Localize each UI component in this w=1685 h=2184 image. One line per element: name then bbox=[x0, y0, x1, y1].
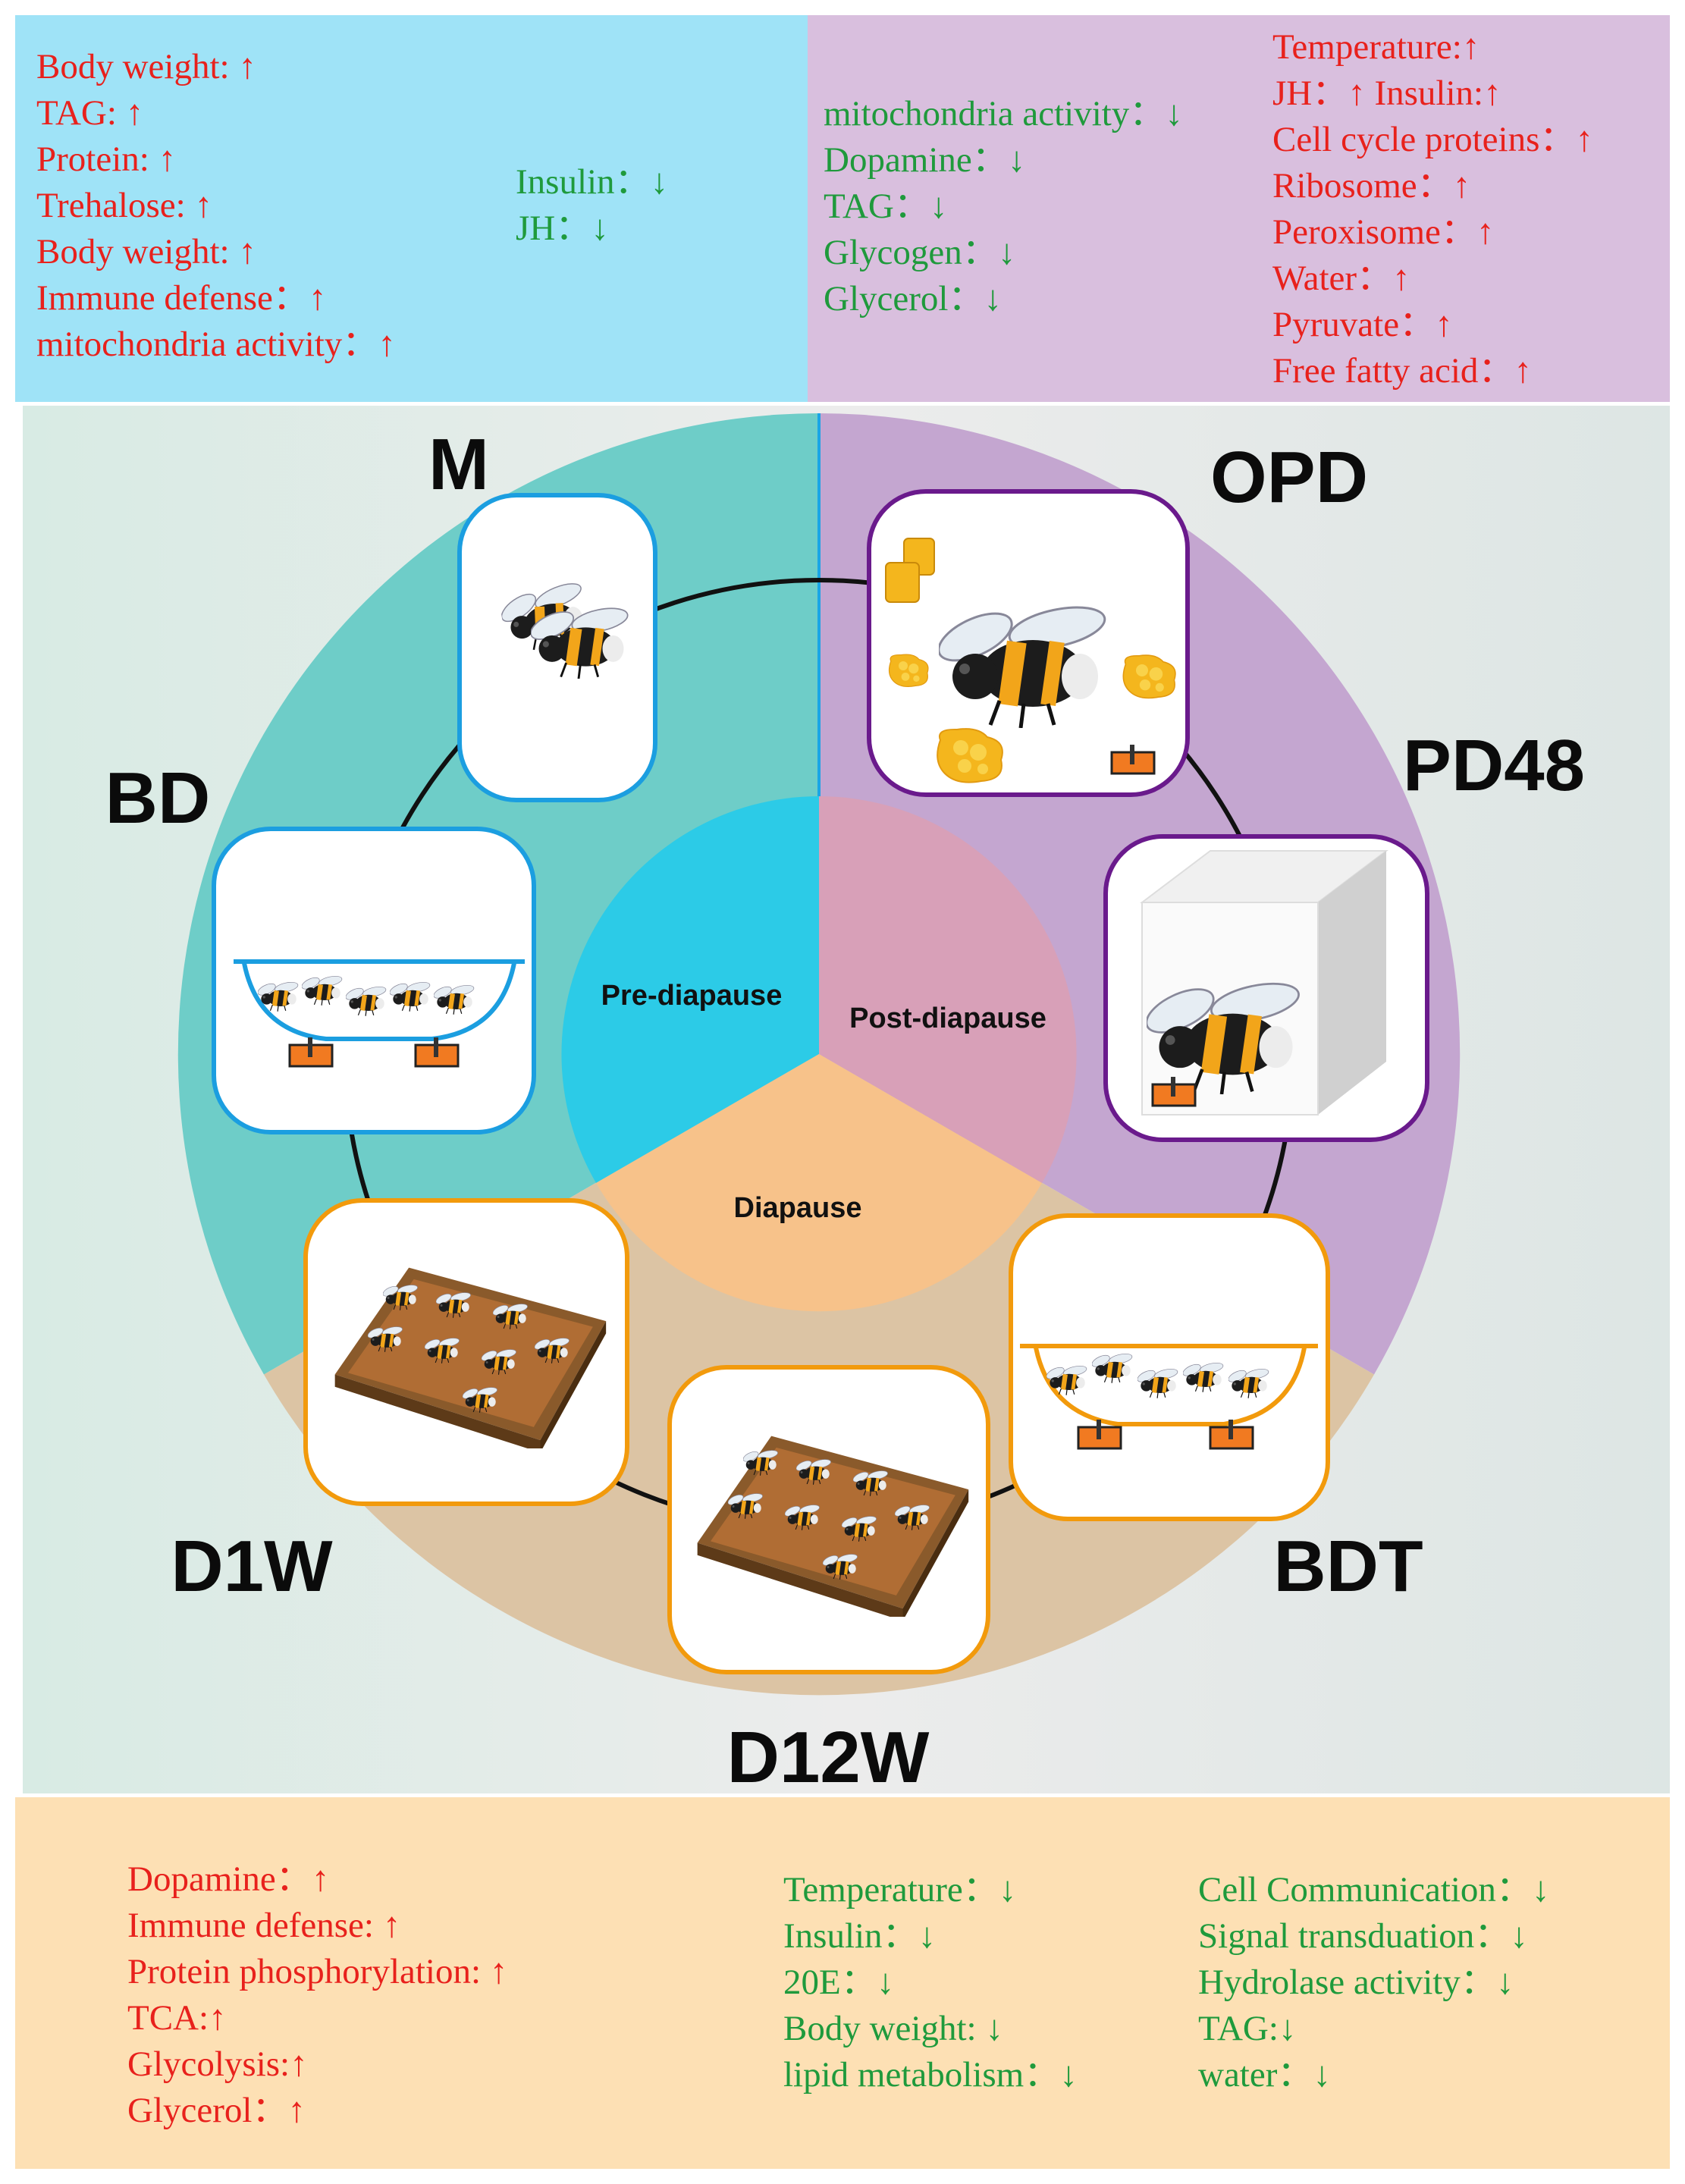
list-item: Cell cycle proteins：↑ bbox=[1272, 120, 1593, 159]
diapause-inner-sector bbox=[596, 1054, 1042, 1312]
list-item: JH：↓ bbox=[516, 209, 609, 248]
stage-d1w-card bbox=[303, 1198, 629, 1506]
list-item: Insulin：↓ bbox=[783, 1916, 937, 1956]
diapause-down-list-2: Cell Communication：↓ Signal transduation… bbox=[1198, 1867, 1549, 2098]
list-item: Glycolysis:↑ bbox=[127, 2044, 308, 2084]
list-item: Protein: ↑ bbox=[36, 140, 177, 179]
list-item: Insulin：↓ bbox=[516, 162, 669, 202]
stage-bdt-card bbox=[1009, 1213, 1330, 1521]
list-item: Glycerol：↓ bbox=[824, 279, 1002, 318]
list-item: TAG: ↑ bbox=[36, 93, 144, 133]
list-item: Body weight: ↑ bbox=[36, 47, 256, 86]
top-right-panel bbox=[808, 15, 1670, 402]
post-diapause-down-list: mitochondria activity：↓ Dopamine：↓ TAG：↓… bbox=[824, 91, 1183, 322]
list-item: Glycerol：↑ bbox=[127, 2091, 306, 2130]
list-item: Cell Communication：↓ bbox=[1198, 1870, 1550, 1909]
list-item: Hydrolase activity：↓ bbox=[1198, 1963, 1514, 2002]
list-item: Pyruvate：↑ bbox=[1272, 305, 1453, 344]
list-item: water：↓ bbox=[1198, 2055, 1331, 2095]
cage-icon bbox=[242, 962, 516, 1041]
stage-bd-card bbox=[212, 827, 536, 1134]
stage-label-bdt: BDT bbox=[1273, 1526, 1423, 1607]
list-item: Glycogen：↓ bbox=[824, 233, 1016, 272]
top-left-panel bbox=[15, 15, 808, 402]
list-item: Ribosome：↑ bbox=[1272, 166, 1471, 206]
stage-label-opd: OPD bbox=[1210, 437, 1368, 518]
stage-pd48-card bbox=[1103, 834, 1429, 1142]
list-item: mitochondria activity：↑ bbox=[36, 325, 396, 364]
diapause-label: Diapause bbox=[734, 1192, 862, 1224]
list-item: mitochondria activity：↓ bbox=[824, 94, 1183, 133]
post-diapause-up-list: Temperature:↑ JH：↑ Insulin:↑ Cell cycle … bbox=[1272, 24, 1593, 394]
list-item: TAG：↓ bbox=[824, 187, 948, 226]
pre-diapause-down-list: Insulin：↓ JH：↓ bbox=[516, 159, 668, 252]
list-item: Immune defense：↑ bbox=[36, 278, 327, 318]
list-item: Protein phosphorylation: ↑ bbox=[127, 1952, 508, 1991]
list-item: Trehalose: ↑ bbox=[36, 186, 212, 225]
list-item: JH：↑ Insulin:↑ bbox=[1272, 74, 1501, 113]
stage-opd-card bbox=[867, 489, 1190, 797]
list-item: Dopamine：↑ bbox=[127, 1859, 330, 1899]
list-item: 20E：↓ bbox=[783, 1963, 895, 2002]
pre-diapause-inner-sector bbox=[561, 796, 819, 1183]
stage-label-pd48: PD48 bbox=[1403, 725, 1585, 806]
list-item: TCA:↑ bbox=[127, 1998, 227, 2038]
list-item: Temperature:↑ bbox=[1272, 27, 1480, 67]
list-item: Water：↑ bbox=[1272, 259, 1410, 298]
pre-diapause-up-list: Body weight: ↑ TAG: ↑ Protein: ↑ Trehalo… bbox=[36, 44, 396, 368]
bottom-panel bbox=[15, 1797, 1670, 2169]
diapause-up-list: Dopamine：↑ Immune defense: ↑ Protein pho… bbox=[127, 1856, 507, 2134]
list-item: Immune defense: ↑ bbox=[127, 1906, 401, 1945]
honeycomb-icon bbox=[885, 562, 920, 603]
stage-d12w-card bbox=[667, 1365, 990, 1674]
post-diapause-label: Post-diapause bbox=[849, 1003, 1046, 1034]
list-item: Peroxisome：↑ bbox=[1272, 212, 1495, 252]
stage-label-bd: BD bbox=[105, 758, 211, 839]
stage-label-d12w: D12W bbox=[727, 1717, 930, 1798]
pre-diapause-label: Pre-diapause bbox=[601, 980, 783, 1012]
diapause-down-list-1: Temperature：↓ Insulin：↓ 20E：↓ Body weigh… bbox=[783, 1867, 1078, 2098]
list-item: Free fatty acid：↑ bbox=[1272, 351, 1532, 391]
stage-m-card bbox=[457, 493, 657, 802]
list-item: Body weight: ↓ bbox=[783, 2009, 1003, 2048]
list-item: TAG:↓ bbox=[1198, 2009, 1297, 2048]
stage-label-d1w: D1W bbox=[171, 1526, 333, 1607]
list-item: lipid metabolism：↓ bbox=[783, 2055, 1078, 2095]
list-item: Temperature：↓ bbox=[783, 1870, 1017, 1909]
post-diapause-inner-sector bbox=[819, 796, 1077, 1183]
stage-label-m: M bbox=[428, 424, 489, 505]
list-item: Dopamine：↓ bbox=[824, 140, 1026, 180]
list-item: Signal transduation：↓ bbox=[1198, 1916, 1528, 1956]
list-item: Body weight: ↑ bbox=[36, 232, 256, 271]
